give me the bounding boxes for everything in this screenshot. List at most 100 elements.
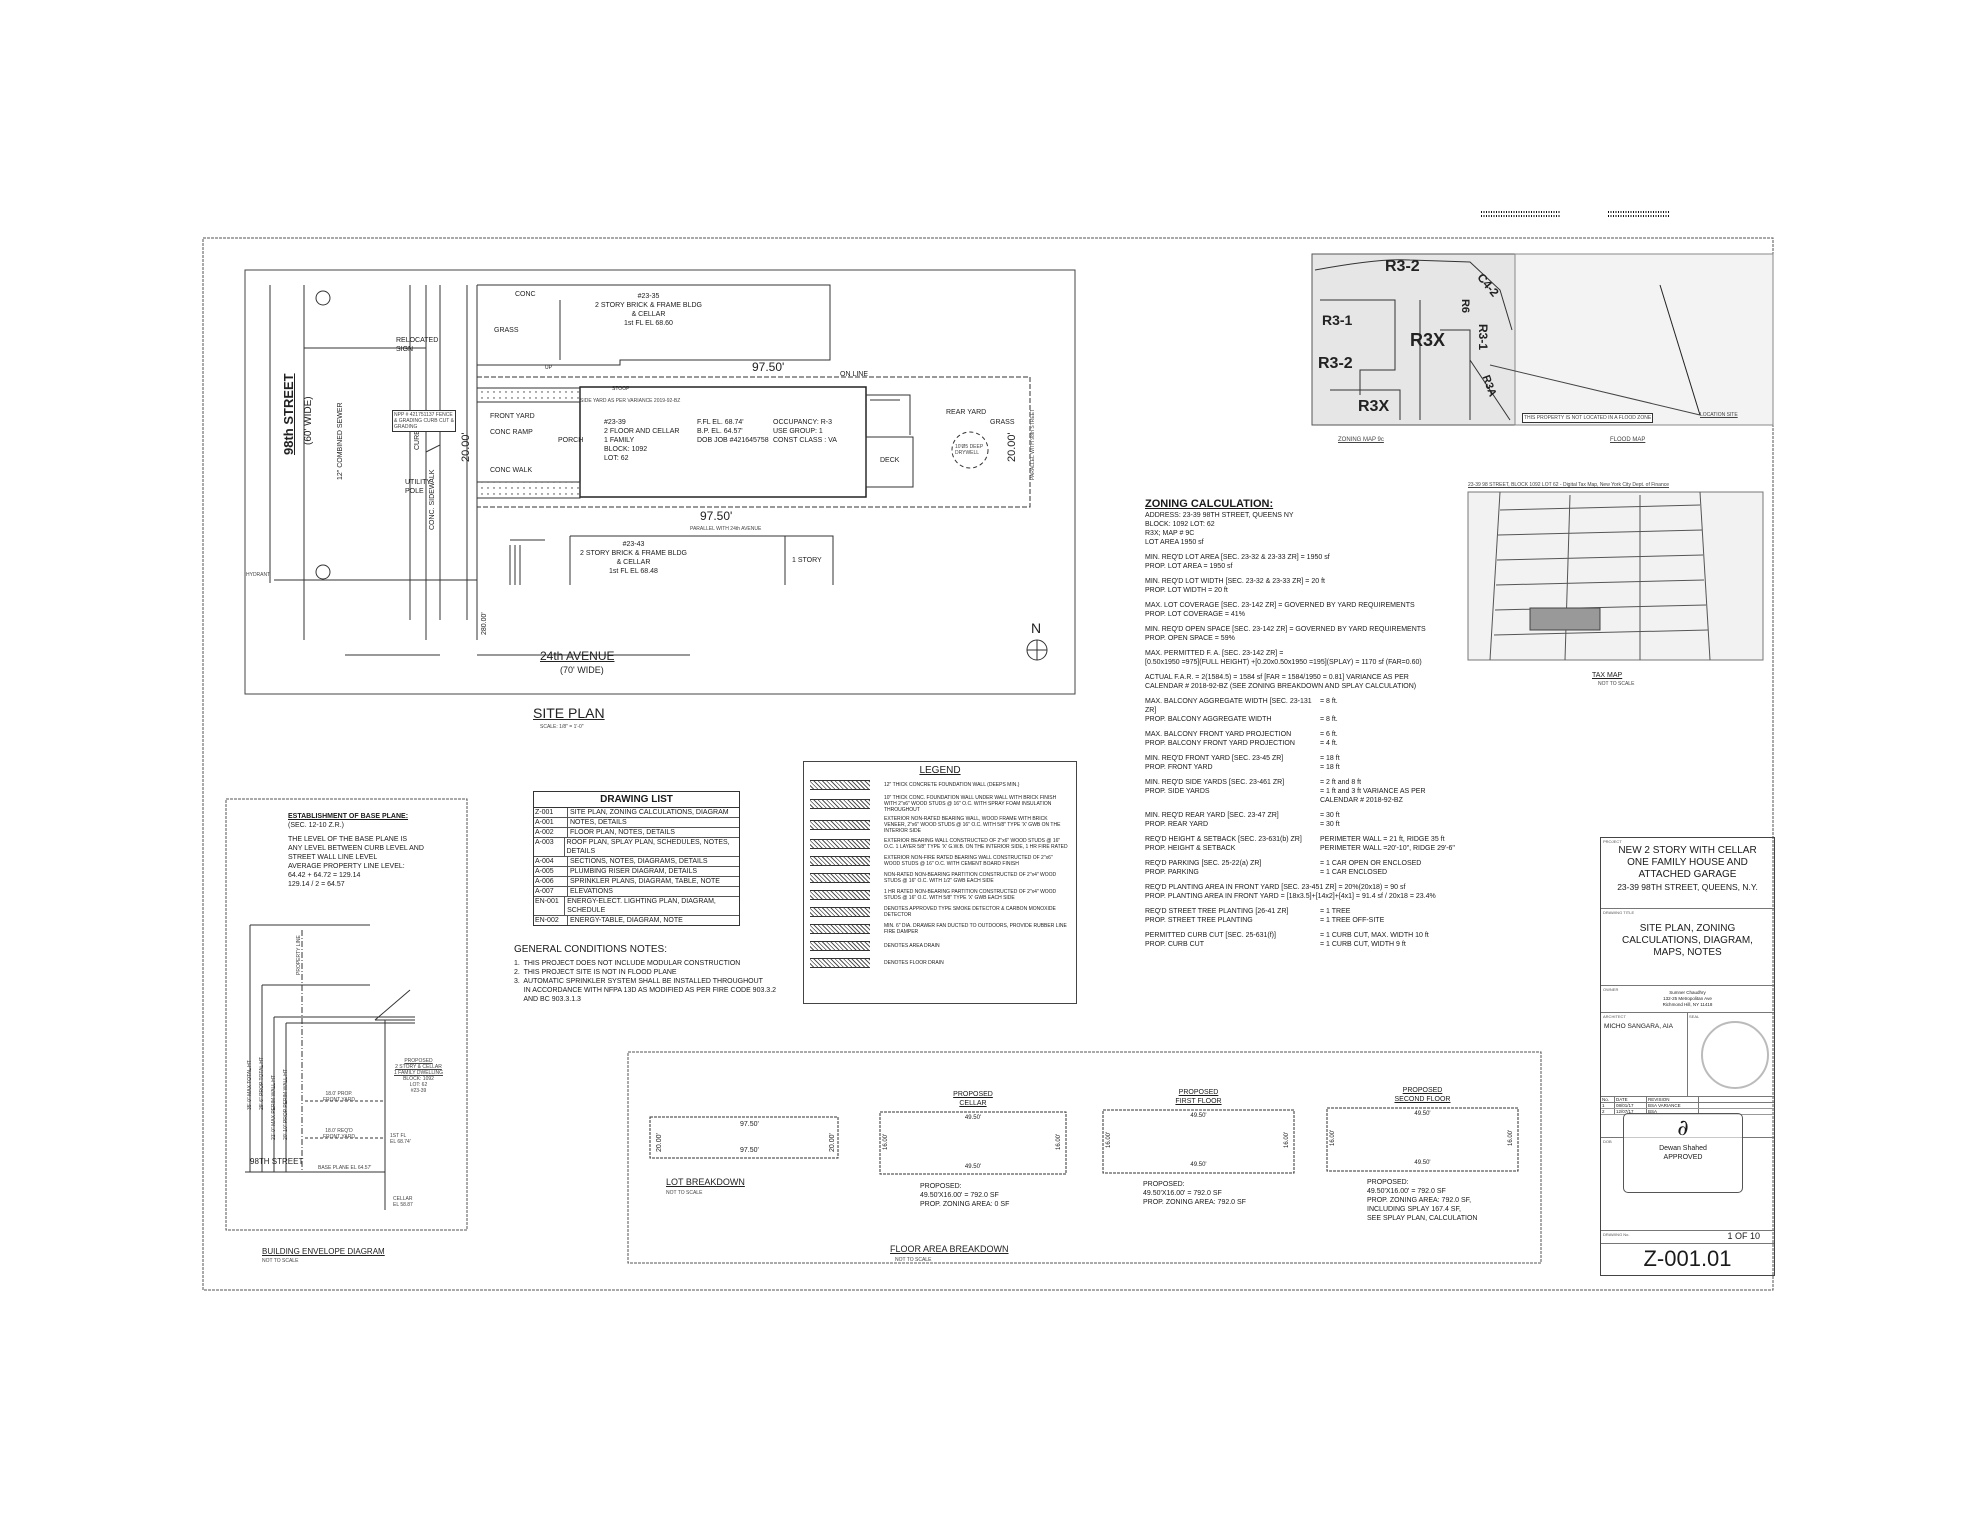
avenue-width: (70' WIDE) xyxy=(560,665,604,675)
sheet-title: ENERGY-ELECT. LIGHTING PLAN, DIAGRAM, SC… xyxy=(567,898,716,914)
floor-area-scale: NOT TO SCALE xyxy=(895,1257,932,1263)
zoning-label: PROP. LOT WIDTH = 20 ft xyxy=(1145,587,1228,594)
floor-note: SEE SPLAY PLAN, CALCULATION xyxy=(1367,1215,1478,1222)
zoning-label: REQ'D STREET TREE PLANTING [26-41 ZR] xyxy=(1145,908,1289,915)
zoning-label: MIN. REQ'D REAR YARD [SEC. 23-47 ZR] xyxy=(1145,812,1279,819)
zoning-label: PROP. SIDE YARDS xyxy=(1145,788,1210,795)
zoning-row: [0.50x1950 =975](FULL HEIGHT) +[0.20x0.5… xyxy=(1145,658,1465,667)
barcode-left xyxy=(1481,211,1560,217)
wall-symbol-icon xyxy=(810,820,870,830)
site-plan-neighbor-north-1: 2 STORY BRICK & FRAME BLDG xyxy=(595,302,702,309)
parallel-98th-note: PARALLEL WITH 98th STREET xyxy=(1030,408,1036,480)
floor-note: INCLUDING SPLAY 167.4 SF, xyxy=(1367,1206,1461,1213)
zoning-group: MAX. BALCONY AGGREGATE WIDTH [SEC. 23-13… xyxy=(1145,697,1465,724)
revision-cell: 12/07/17 xyxy=(1615,1109,1647,1114)
lot-breakdown-scale: NOT TO SCALE xyxy=(666,1190,703,1196)
envelope-proposed-0: PROPOSED xyxy=(404,1058,433,1064)
zoning-row: PROP. FRONT YARD= 18 ft xyxy=(1145,763,1465,772)
cellar-rect xyxy=(879,1111,1067,1175)
site-plan-frame xyxy=(244,269,1076,695)
zoning-label: PROP. HEIGHT & SETBACK xyxy=(1145,845,1236,852)
floor-title-line: CELLAR xyxy=(959,1100,987,1107)
title-block-seal-label: SEAL xyxy=(1689,1014,1700,1019)
envelope-req-front-1: FRONT YARD xyxy=(323,1134,355,1140)
site-plan-scale: SCALE: 1/8" = 1'-0" xyxy=(540,724,584,730)
zoning-label: MIN. REQ'D FRONT YARD [SEC. 23-45 ZR] xyxy=(1145,755,1284,762)
rear-yard-label: REAR YARD xyxy=(946,409,987,416)
legend-item: DENOTES AREA DRAIN xyxy=(810,939,1070,953)
zoning-value: = 1 CAR OPEN OR ENCLOSED xyxy=(1320,860,1422,867)
zoning-value: PERIMETER WALL = 21 ft, RIDGE 35 ft xyxy=(1320,836,1445,843)
title-block-owner-label: OWNER xyxy=(1603,987,1619,992)
general-note: AND BC 903.3.1.3 xyxy=(514,996,581,1003)
sheet-count: 1 OF 10 xyxy=(1727,1231,1760,1241)
legend-item: EXTERIOR NON-FIRE RATED BEARING WALL CON… xyxy=(810,854,1070,868)
up-label: UP xyxy=(545,365,552,371)
zoning-group: REQ'D STREET TREE PLANTING [26-41 ZR]= 1… xyxy=(1145,907,1465,925)
floor-width-dim: 49.50' xyxy=(1414,1160,1431,1166)
zoning-label: PROP. BALCONY AGGREGATE WIDTH xyxy=(1145,716,1272,723)
zoning-label: MAX. LOT COVERAGE [SEC. 23-142 ZR] = GOV… xyxy=(1145,602,1415,609)
front-yard-planting-top xyxy=(476,387,581,403)
site-plan-house-a-0: #23-39 xyxy=(604,419,626,426)
zoning-row: PROP. OPEN SPACE = 59% xyxy=(1145,634,1465,643)
wall-symbol-icon xyxy=(810,941,870,951)
legend-item: MIN. 6" DIA. DRAWER FAN DUCTED TO OUTDOO… xyxy=(810,922,1070,936)
zone-label: R3-2 xyxy=(1385,258,1420,275)
floor-title-line: PROPOSED xyxy=(1178,1089,1219,1096)
zoning-header-line: R3X; MAP # 9C xyxy=(1145,530,1195,537)
floor-depth-dim: 16.00' xyxy=(1056,1133,1062,1150)
zoning-group: MIN. REQ'D OPEN SPACE [SEC. 23-142 ZR] =… xyxy=(1145,625,1465,643)
wall-symbol-icon xyxy=(810,958,870,968)
floor-note: PROP. ZONING AREA: 0 SF xyxy=(920,1201,1010,1208)
site-plan-house-b-2: DOB JOB #421645758 xyxy=(697,437,769,444)
floor-area-frame xyxy=(627,1051,1542,1264)
zoning-label: MAX. BALCONY FRONT YARD PROJECTION xyxy=(1145,731,1292,738)
zoning-row: PROP. BALCONY FRONT YARD PROJECTION = 4 f… xyxy=(1145,739,1465,748)
legend-item: 10" THICK CONC. FOUNDATION WALL UNDER WA… xyxy=(810,795,1070,813)
title-block-owner-1: 132-25 Metropolitan Ave xyxy=(1663,996,1712,1001)
north-label: N xyxy=(1031,620,1042,636)
sheet-title: SITE PLAN, ZONING CALCULATIONS, DIAGRAM xyxy=(570,809,729,816)
general-note: 1. THIS PROJECT DOES NOT INCLUDE MODULAR… xyxy=(514,960,741,967)
legend-text: MIN. 6" DIA. DRAWER FAN DUCTED TO OUTDOO… xyxy=(884,923,1067,935)
zoning-row: CALENDAR # 2018-92-BZ xyxy=(1145,796,1465,805)
floor-note: PROPOSED: xyxy=(920,1183,962,1190)
zoning-row: MAX. BALCONY AGGREGATE WIDTH [SEC. 23-13… xyxy=(1145,697,1465,715)
zoning-group: MIN. REQ'D LOT WIDTH [SEC. 23-32 & 23-33… xyxy=(1145,577,1465,595)
zoning-label: PERMITTED CURB CUT [SEC. 25-631(f)] xyxy=(1145,932,1276,939)
zoning-label: REQ'D PARKING [SEC. 25-22(a) ZR] xyxy=(1145,860,1262,867)
zoning-row: PROP. PARKING= 1 CAR ENCLOSED xyxy=(1145,868,1465,877)
zoning-value: = 18 ft xyxy=(1320,764,1340,771)
revision-cell: 08/01/17 xyxy=(1615,1103,1647,1108)
wall-symbol-icon xyxy=(810,924,870,934)
street-label: 98th STREET xyxy=(281,373,296,455)
zoning-value: = 1 CURB CUT, MAX. WIDTH 10 ft xyxy=(1320,932,1429,939)
zoning-row: MIN. REQ'D OPEN SPACE [SEC. 23-142 ZR] =… xyxy=(1145,625,1465,634)
sheet-number: EN-001 xyxy=(534,897,566,915)
title-block-project-0: NEW 2 STORY WITH CELLAR xyxy=(1618,845,1757,856)
floor-width-dim: 49.50' xyxy=(964,1164,982,1170)
envelope-scale: NOT TO SCALE xyxy=(262,1258,299,1264)
zoning-label: PROP. PARKING xyxy=(1145,869,1199,876)
zoning-label: PROP. BALCONY FRONT YARD PROJECTION xyxy=(1145,740,1295,747)
floor-title-line: PROPOSED xyxy=(953,1091,993,1098)
zoning-group: REQ'D PARKING [SEC. 25-22(a) ZR] = 1 CAR … xyxy=(1145,859,1465,877)
envelope-req-front-0: 18.0' REQ'D xyxy=(325,1128,353,1134)
legend-text: EXTERIOR BEARING WALL CONSTRUCTED OF 2"x… xyxy=(884,838,1068,850)
legend-text: 12" THICK CONCRETE FOUNDATION WALL (DEEP… xyxy=(884,782,1020,788)
signature-icon: ∂ xyxy=(1677,1116,1689,1141)
zoning-label: MAX. BALCONY AGGREGATE WIDTH [SEC. 23-13… xyxy=(1145,698,1312,714)
zoning-value: = 4 ft. xyxy=(1320,740,1338,747)
zoning-value: = 30 ft xyxy=(1320,821,1340,828)
zoning-groups: MIN. REQ'D LOT AREA [SEC. 23-32 & 23-33 … xyxy=(1145,553,1465,949)
general-note: IN ACCORDANCE WITH NFPA 13D AS MODIFIED … xyxy=(514,987,777,994)
site-plan-house-c-0: OCCUPANCY: R-3 xyxy=(773,419,832,426)
site-plan-neighbor-south-3: 1st FL EL 68.48 xyxy=(609,568,658,575)
floor-width-dim: 49.50' xyxy=(964,1115,982,1121)
site-plan-neighbor-north-2: & CELLAR xyxy=(631,311,666,318)
zoning-value: = 2 ft and 8 ft xyxy=(1320,779,1362,786)
